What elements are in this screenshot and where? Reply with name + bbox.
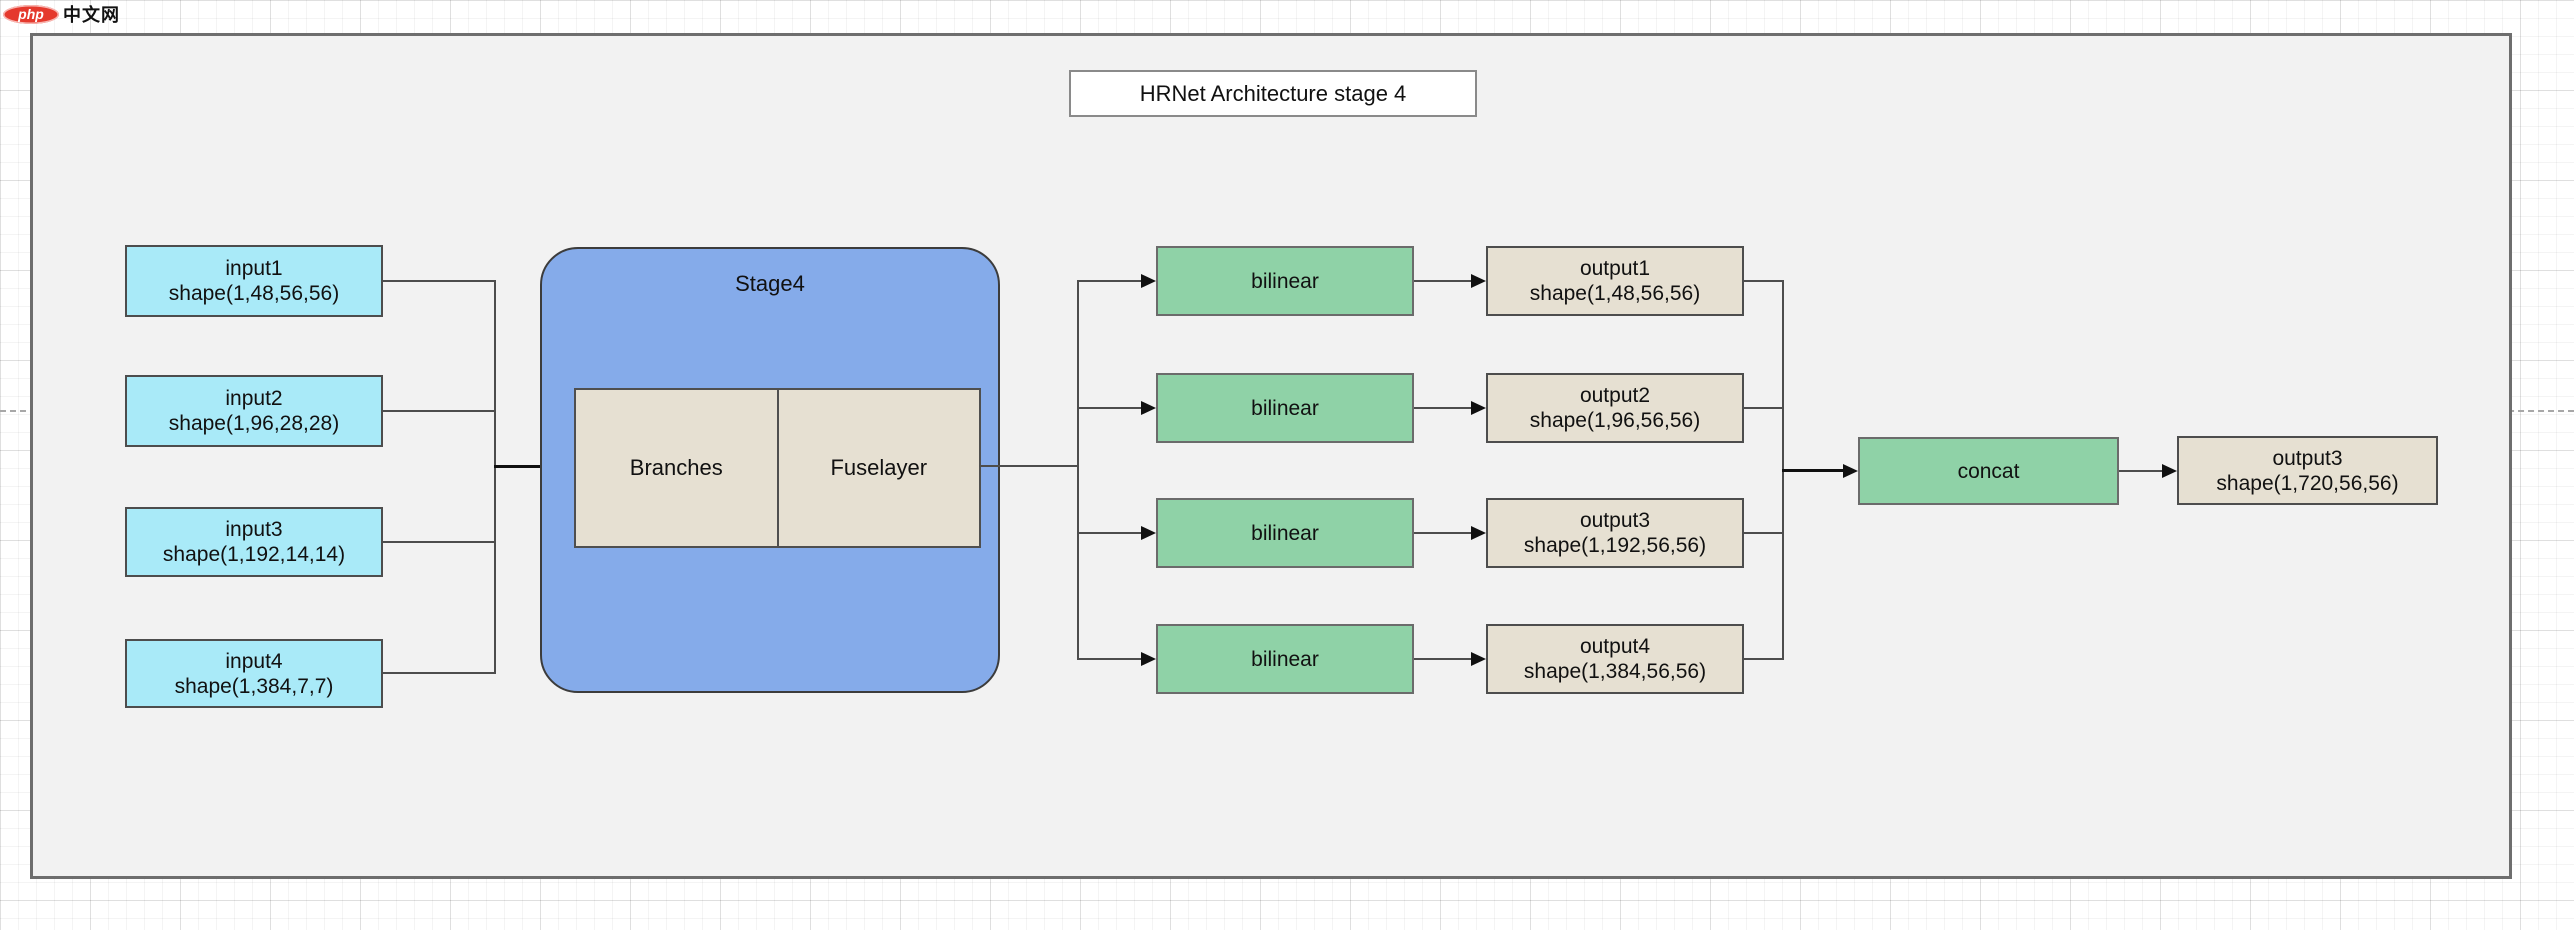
arrowhead-into-bilinear1 — [1141, 274, 1156, 288]
output4-label: output4 — [1579, 635, 1651, 658]
diagram-title: HRNet Architecture stage 4 — [1069, 70, 1477, 117]
edge-output2-to-bus — [1744, 407, 1784, 409]
input2-label: input2 — [225, 387, 283, 410]
edge-output4-to-bus — [1744, 658, 1784, 660]
stage4-inner-boxes: Branches Fuselayer — [574, 388, 981, 548]
site-watermark: php 中文网 — [3, 1, 120, 27]
final-output-shape: shape(1,720,56,56) — [2216, 471, 2399, 495]
edge-bus-to-bilinear3 — [1077, 532, 1143, 534]
arrowhead-into-concat — [1843, 464, 1858, 478]
php-logo-icon: php — [3, 4, 59, 24]
bilinear4-node: bilinear — [1156, 624, 1414, 694]
output1-shape: shape(1,48,56,56) — [1529, 282, 1701, 305]
output1-label: output1 — [1579, 257, 1651, 280]
diagram-canvas-frame — [30, 33, 2512, 879]
fuselayer-node: Fuselayer — [778, 388, 981, 548]
output2-label: output2 — [1579, 384, 1651, 407]
edge-bus-to-concat — [1782, 469, 1845, 472]
output2-node: output2 shape(1,96,56,56) — [1486, 373, 1744, 443]
output2-shape: shape(1,96,56,56) — [1529, 409, 1701, 432]
output3-node: output3 shape(1,192,56,56) — [1486, 498, 1744, 568]
input2-shape: shape(1,96,28,28) — [168, 412, 340, 435]
edge-output3-to-bus — [1744, 532, 1784, 534]
output3-shape: shape(1,192,56,56) — [1523, 534, 1707, 557]
bilinear1-node: bilinear — [1156, 246, 1414, 316]
edge-concat-to-final — [2119, 470, 2164, 472]
arrowhead-into-bilinear4 — [1141, 652, 1156, 666]
arrowhead-into-final — [2162, 464, 2177, 478]
input3-label: input3 — [225, 518, 283, 541]
edge-bus-to-bilinear1 — [1077, 280, 1143, 282]
arrowhead-into-output1 — [1471, 274, 1486, 288]
input1-shape: shape(1,48,56,56) — [168, 282, 340, 305]
input2-node: input2 shape(1,96,28,28) — [125, 375, 383, 447]
stage4-label: Stage4 — [735, 271, 805, 296]
edge-input4-to-bus — [383, 672, 496, 674]
edge-bus-to-bilinear2 — [1077, 407, 1143, 409]
input3-shape: shape(1,192,14,14) — [162, 543, 346, 566]
edge-bilinear3-to-output3 — [1414, 532, 1473, 534]
edge-bus-to-bilinear4 — [1077, 658, 1143, 660]
edge-input1-to-bus — [383, 280, 496, 282]
edge-right-bus — [1077, 280, 1079, 660]
bilinear3-node: bilinear — [1156, 498, 1414, 568]
edge-output1-to-bus — [1744, 280, 1784, 282]
branches-node: Branches — [574, 388, 779, 548]
arrowhead-into-output3 — [1471, 526, 1486, 540]
input4-shape: shape(1,384,7,7) — [174, 674, 334, 698]
output4-shape: shape(1,384,56,56) — [1523, 660, 1707, 683]
stage4-group: Stage4 Branches Fuselayer — [540, 247, 1000, 693]
edge-bilinear2-to-output2 — [1414, 407, 1473, 409]
output4-node: output4 shape(1,384,56,56) — [1486, 624, 1744, 694]
edge-bilinear1-to-output1 — [1414, 280, 1473, 282]
arrowhead-into-bilinear2 — [1141, 401, 1156, 415]
final-output-label: output3 — [2272, 446, 2343, 470]
input1-node: input1 shape(1,48,56,56) — [125, 245, 383, 317]
arrowhead-into-output4 — [1471, 652, 1486, 666]
concat-node: concat — [1858, 437, 2119, 505]
site-name-text: 中文网 — [63, 5, 120, 25]
arrowhead-into-output2 — [1471, 401, 1486, 415]
edge-left-bus — [494, 280, 496, 674]
edge-input3-to-bus — [383, 541, 496, 543]
output1-node: output1 shape(1,48,56,56) — [1486, 246, 1744, 316]
input4-node: input4 shape(1,384,7,7) — [125, 639, 383, 708]
final-output-node: output3 shape(1,720,56,56) — [2177, 436, 2438, 505]
bilinear2-node: bilinear — [1156, 373, 1414, 443]
edge-bilinear4-to-output4 — [1414, 658, 1473, 660]
output3-label: output3 — [1579, 509, 1651, 532]
input3-node: input3 shape(1,192,14,14) — [125, 507, 383, 577]
input1-label: input1 — [225, 257, 283, 280]
edge-bus-to-stage — [494, 465, 559, 468]
input4-label: input4 — [225, 649, 283, 673]
edge-input2-to-bus — [383, 410, 496, 412]
edge-stage-to-bus — [979, 465, 1079, 467]
arrowhead-into-bilinear3 — [1141, 526, 1156, 540]
